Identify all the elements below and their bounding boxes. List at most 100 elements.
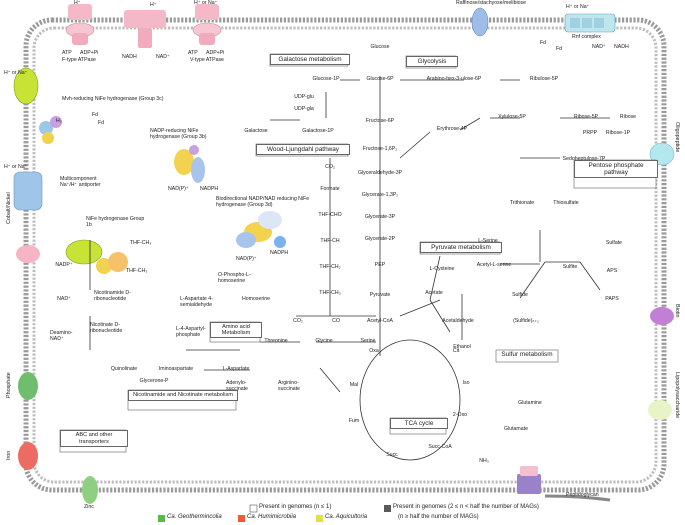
rnf-nad: NAD⁺ — [592, 44, 606, 50]
m-mal: Mal — [349, 382, 359, 388]
multicomponent-antiporter — [13, 171, 43, 211]
phosphate-transporter — [18, 372, 38, 400]
m-sulfate: Sulfate — [605, 240, 623, 246]
section-amino-acid: Amino acid Metabolism — [210, 322, 262, 338]
m-o-phospho-homoserine: O-Phospho-L-homoserine — [218, 272, 251, 284]
m-adenylo-succinate: Adenylo-succinate — [226, 380, 248, 392]
m-nicotinamide-ribo: Nicotinamide D-ribonucleotide — [94, 290, 131, 302]
legend-aqu: Ca. Aquicultoria — [325, 514, 368, 520]
section-nicotinamide: Nicotinamide and Nicotinate metabolism — [128, 390, 238, 401]
legend-present-mid-swatch — [384, 505, 391, 512]
m-ribose: Ribose — [619, 114, 637, 120]
m-sulfide: Sulfide — [512, 292, 528, 298]
section-sulfur: Sulfur metabolism — [501, 351, 553, 358]
mvh-title-1: Mvh-reducing NiFe hydrogenase (Group 3c) — [62, 96, 164, 102]
m-paps: PAPS — [605, 296, 619, 302]
left-h-na: H⁺ or Na⁺ — [4, 70, 28, 76]
nadh-dehydrogenase — [124, 10, 166, 48]
pathway-arrows — [89, 76, 610, 393]
m-trithionate: Trithionate — [509, 200, 535, 206]
lipopoly-label: Lipopolysaccharide — [674, 372, 680, 419]
f-atpase-adp: ADP+Pi — [80, 50, 99, 56]
section-tca-cycle: TCA cycle — [390, 418, 448, 429]
m-co2-a: CO₂ — [325, 164, 335, 170]
oligopeptide-transporter — [649, 142, 675, 166]
raffinose-transporter — [471, 7, 489, 37]
m-deamino-nad: Deamino-NAD⁺ — [50, 330, 73, 342]
m-sulfide-n: (Sulfide)ₙ₊₁ — [513, 318, 539, 324]
m-nh3: NH₃ — [479, 458, 489, 464]
m-fructose-6p: Fructose-6P — [365, 118, 395, 124]
legend-hum-swatch — [238, 515, 245, 522]
m-aps: APS — [606, 268, 618, 274]
m-glucose: Glucose — [370, 44, 390, 50]
section-pyruvate: Pyruvate metabolism — [420, 242, 502, 253]
m-glutamate: Glutamate — [504, 426, 528, 432]
mvh-fd-red: Fd — [92, 112, 99, 118]
lipopolysaccharide-transporter — [648, 400, 672, 420]
oligopeptide-label: Oligopeptide — [674, 122, 680, 153]
rnf-nadh: NADH — [614, 44, 629, 50]
m-galactose-1p: Galactose-1P — [302, 128, 334, 134]
section-wood-ljungdahl: Wood-Ljungdahl pathway — [256, 144, 350, 155]
nadp-hyd-title: NADP-reducing NiFe hydrogenase (Group 3b… — [150, 128, 207, 140]
bidir-hyd-title: Biodirectional NADP/NAD reducing NiFe hy… — [216, 196, 310, 208]
legend-present-mid: Present in genomes (2 ≤ n < half the num… — [393, 504, 539, 510]
rnf-h-na: H⁺ or Na⁺ — [566, 4, 590, 10]
m-thf-ch3: THF-CH₃ — [319, 290, 341, 296]
m-iminoaspartate: Iminoaspartate — [158, 366, 194, 372]
mvh-fd-ox: Fd — [98, 120, 105, 126]
m-arabino: Arabino-hex-3-ulose-6P — [426, 76, 482, 82]
group1b-thf1: THF-CH₃ — [130, 240, 152, 246]
m-thf-ch2: THF-CH₂ — [319, 264, 341, 270]
v-atpase-label: V-type ATPase — [190, 57, 224, 63]
v-atpase-adp: ADP+Pi — [206, 50, 225, 56]
v-atpase-atp: ATP — [188, 50, 198, 56]
f-type-atpase — [65, 4, 95, 45]
m-glutamine: Glutamine — [518, 400, 542, 406]
nadp-hyd-nad: NAD(P)⁺ — [168, 186, 189, 192]
group1b-title: NiFe hydrogenase Group 1b — [86, 216, 145, 228]
tca-cycle-ring — [359, 339, 461, 461]
m-succ: Succ — [386, 452, 398, 458]
peptidoglycan-label: Peptidoglycan — [566, 492, 599, 498]
m-thf-ch: THF-CH — [320, 238, 340, 244]
m-fructose-16p2: Fructose-1,6P₂ — [362, 146, 398, 152]
section-glycolysis: Glycolysis — [406, 56, 458, 67]
m-oxa: Oxa — [369, 348, 379, 354]
m-udp-gla: UDP-gla — [294, 106, 314, 112]
m-aspartate-semialdehyde: L-Aspartate 4-semialdehyde — [180, 296, 213, 308]
m-nad-plus: NAD⁺ — [57, 296, 71, 302]
biotin-transporter — [650, 307, 674, 325]
zinc-transporter — [82, 476, 98, 504]
m-glycerone-p: Glycerone-P — [139, 378, 169, 384]
nadh-dh-nad: NAD⁺ — [156, 54, 170, 60]
legend-geo: Ca. Geothermincolia — [167, 514, 222, 520]
m-pep: PEP — [374, 262, 386, 268]
m-sedoheptulose-7p: Sedoheptulose-7P — [562, 156, 606, 162]
raffinose-label: Raffinose/stachyose/melibiose — [456, 0, 526, 6]
bidir-nad: NAD(P)⁺ — [236, 256, 257, 262]
m-acetaldehyde: Acetaldehyde — [442, 318, 474, 324]
m-ribose-5p: Ribose-5P — [573, 114, 599, 120]
mvh-h2: H₂ — [56, 118, 62, 124]
f-atpase-label: F-type ATPase — [62, 57, 96, 63]
m-acetyl-coa: Acetyl-CoA — [367, 318, 393, 324]
m-glycerate-13p2: Glycerate-1,3P₂ — [361, 192, 399, 198]
m-fum: Fum — [348, 418, 360, 424]
nadh-dh-nadh: NADH — [122, 54, 137, 60]
section-galactose: Galactose metabolism — [270, 54, 350, 65]
rnf-label: Rnf complex — [572, 34, 601, 40]
m-aspartyl-phosphate: L-4-Aspartyl-phosphate — [176, 326, 206, 338]
m-ribose-1p: Ribose-1P — [605, 130, 631, 136]
m-glycerate-3p: Glycerate-3P — [364, 214, 396, 220]
m-ribulose-5p: Ribulose-5P — [529, 76, 559, 82]
m-cit: Cit — [452, 348, 460, 354]
m-nadp: NADP⁺ — [55, 262, 73, 268]
m-pyruvate: Pyruvate — [369, 292, 391, 298]
left-h-na-2: H⁺ or Na⁺ — [4, 164, 28, 170]
rnf-complex — [564, 13, 616, 33]
m-l-cysteine: L-Cysteine — [429, 266, 455, 272]
m-glycine: Glycine — [315, 338, 333, 344]
m-erythrose-4p: Erythrose-4P — [436, 126, 468, 132]
